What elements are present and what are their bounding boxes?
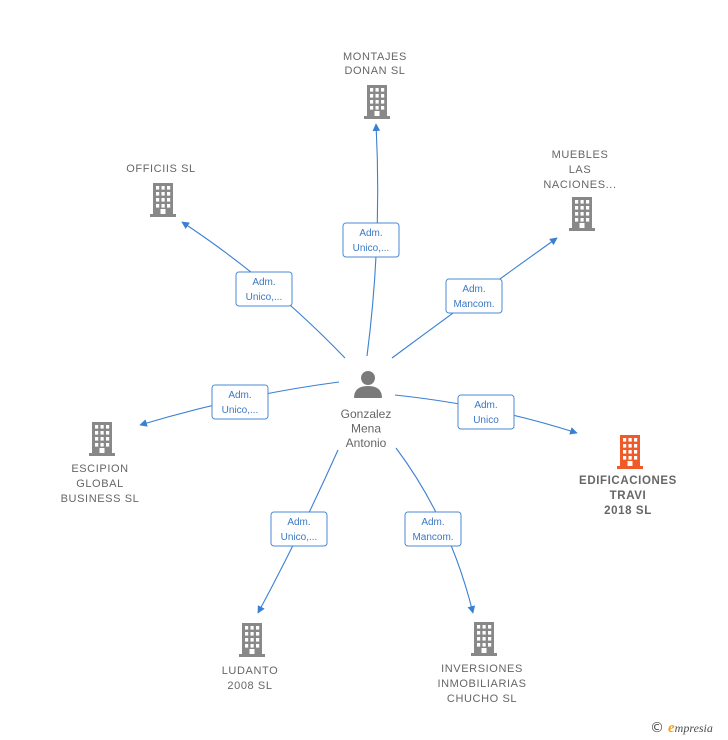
company-name-line: NACIONES... <box>543 179 616 191</box>
company-node-montajes[interactable]: MONTAJES DONAN SL <box>343 51 407 119</box>
building-icon <box>150 183 176 217</box>
person-name-line: Antonio <box>346 436 387 450</box>
role-line: Mancom. <box>453 299 494 310</box>
company-node-edificaciones[interactable]: EDIFICACIONES TRAVI 2018 SL <box>579 435 677 517</box>
role-line: Adm. <box>252 277 275 288</box>
company-node-inversiones[interactable]: INVERSIONES INMOBILIARIAS CHUCHO SL <box>437 622 526 705</box>
company-node-officiis[interactable]: OFFICIIS SL <box>126 163 196 217</box>
company-name-line: OFFICIIS SL <box>126 163 196 175</box>
building-icon <box>239 623 265 657</box>
role-line: Unico,... <box>353 243 390 254</box>
role-badge-muebles[interactable]: Adm. Mancom. <box>445 278 503 314</box>
person-icon <box>354 371 382 398</box>
company-name-line: ESCIPION <box>71 463 128 475</box>
company-name-line: BUSINESS SL <box>61 493 140 505</box>
person-name-line: Mena <box>351 422 381 436</box>
role-badge-edificaciones[interactable]: Adm. Unico <box>457 394 515 430</box>
role-line: Unico,... <box>222 405 259 416</box>
role-line: Adm. <box>359 228 382 239</box>
company-name-line: LUDANTO <box>222 665 279 677</box>
role-line: Unico <box>473 415 499 426</box>
role-line: Adm. <box>474 400 497 411</box>
building-icon <box>364 85 390 119</box>
role-line: Mancom. <box>412 532 453 543</box>
company-name-line: DONAN SL <box>344 65 405 77</box>
company-name-line: INVERSIONES <box>441 663 523 675</box>
role-line: Adm. <box>228 390 251 401</box>
company-name-line: TRAVI <box>610 490 647 502</box>
brand-logo[interactable]: empresia <box>668 720 713 737</box>
role-line: Adm. <box>287 517 310 528</box>
role-line: Adm. <box>421 517 444 528</box>
footer-brand: © empresia <box>650 719 713 737</box>
company-name-line: EDIFICACIONES <box>579 475 677 487</box>
company-name-line: GLOBAL <box>76 478 124 490</box>
brand-initial: e <box>668 719 675 736</box>
building-icon <box>569 197 595 231</box>
role-badge-ludanto[interactable]: Adm. Unico,... <box>270 511 328 547</box>
company-name-line: INMOBILIARIAS <box>437 678 526 690</box>
role-line: Unico,... <box>281 532 318 543</box>
role-badge-montajes[interactable]: Adm. Unico,... <box>342 222 400 258</box>
company-name-line: MUEBLES <box>552 149 609 161</box>
role-badge-officiis[interactable]: Adm. Unico,... <box>235 271 293 307</box>
company-node-ludanto[interactable]: LUDANTO 2008 SL <box>222 623 279 692</box>
company-name-line: MONTAJES <box>343 51 407 63</box>
copyright-icon: © <box>650 720 664 736</box>
company-node-escipion[interactable]: ESCIPION GLOBAL BUSINESS SL <box>61 422 140 505</box>
role-line: Unico,... <box>246 292 283 303</box>
building-icon <box>89 422 115 456</box>
company-name-line: CHUCHO SL <box>447 693 517 705</box>
role-badge-escipion[interactable]: Adm. Unico,... <box>211 384 269 420</box>
company-node-muebles[interactable]: MUEBLES LAS NACIONES... <box>543 149 616 231</box>
brand-name: mpresia <box>674 720 713 735</box>
company-name-line: 2018 SL <box>604 505 652 517</box>
person-name-line: Gonzalez <box>341 407 392 421</box>
role-badge-inversiones[interactable]: Adm. Mancom. <box>404 511 462 547</box>
building-icon <box>471 622 497 656</box>
role-line: Adm. <box>462 284 485 295</box>
building-icon <box>617 435 643 469</box>
company-name-line: 2008 SL <box>227 680 272 692</box>
company-name-line: LAS <box>569 164 592 176</box>
